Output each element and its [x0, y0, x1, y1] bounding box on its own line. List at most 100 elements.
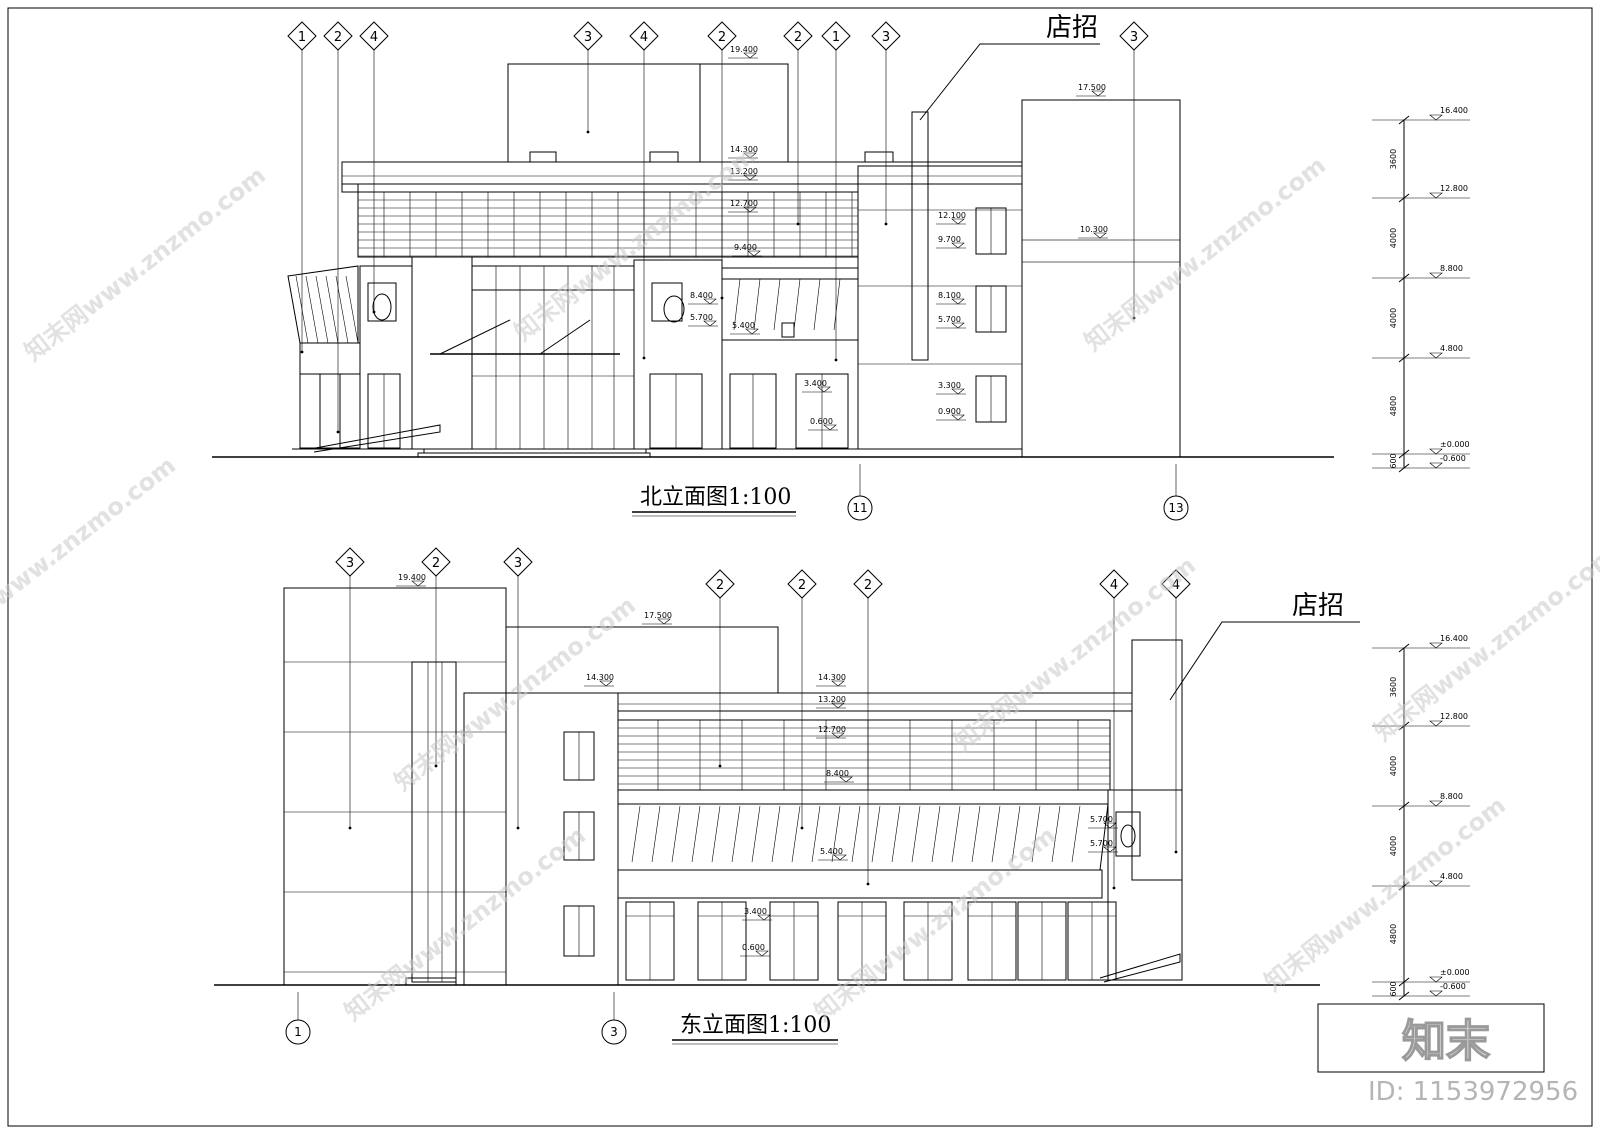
scale-top-level-4: ±0.000	[1440, 440, 1470, 449]
east-tag-4-label: 2	[798, 578, 806, 593]
north-level-7: 5.400	[730, 321, 760, 335]
svg-text:14.300: 14.300	[586, 673, 614, 682]
east-tag-6: 4	[1099, 569, 1129, 890]
svg-text:3.300: 3.300	[938, 381, 961, 390]
watermark-0: 知末网www.znzmo.com	[19, 161, 271, 366]
scale-bottom-span-0: 3600	[1389, 677, 1398, 697]
svg-text:17.500: 17.500	[1078, 83, 1106, 92]
svg-text:12.100: 12.100	[938, 211, 966, 220]
north-tag-7: 1	[821, 21, 851, 362]
svg-text:0.900: 0.900	[938, 407, 961, 416]
scale-top-span-3: 4800	[1389, 396, 1398, 416]
svg-text:11: 11	[852, 501, 867, 515]
scale-bottom-level-1: 12.800	[1440, 712, 1468, 721]
watermark-2: 知末网www.znzmo.com	[1079, 151, 1331, 356]
north-level-3: 12.700	[728, 199, 758, 213]
svg-text:8.400: 8.400	[826, 769, 849, 778]
east-level-11: 0.600	[740, 943, 770, 957]
svg-text:5.700: 5.700	[938, 315, 961, 324]
north-tag-3: 3	[573, 21, 603, 134]
north-level-4: 9.400	[732, 243, 762, 257]
north-level-11: 9.700	[936, 235, 966, 249]
north-level-10: 12.100	[936, 211, 966, 225]
watermark-4: 知末网www.znzmo.com	[389, 591, 641, 796]
north-tag-1-label: 2	[334, 30, 342, 45]
east-tag-6-label: 4	[1110, 578, 1118, 593]
east-level-10: 3.400	[742, 907, 772, 921]
east-tag-5: 2	[853, 569, 883, 886]
north-level-0: 19.400	[728, 45, 758, 59]
scale-bottom-span-3: 4800	[1389, 924, 1398, 944]
svg-text:14.300: 14.300	[818, 673, 846, 682]
north-level-13: 5.700	[936, 315, 966, 329]
scale-bottom-span-1: 4000	[1389, 756, 1398, 776]
north-tag-6: 2	[783, 21, 813, 226]
north-sign-leader	[919, 43, 1100, 121]
watermark-5: 知末网www.znzmo.com	[949, 551, 1201, 756]
watermark-1: 知末网www.znzmo.com	[509, 141, 761, 346]
scale-bottom-level-3: 4.800	[1440, 872, 1463, 881]
north-level-6: 5.700	[688, 313, 718, 327]
north-title: 北立面图1:100	[640, 485, 791, 510]
north-atrium-glazing	[430, 265, 635, 450]
north-tag-2-label: 4	[370, 30, 378, 45]
north-level-8: 3.400	[802, 379, 832, 393]
north-sign-label: 店招	[1046, 13, 1098, 43]
scale-bottom-level-4: ±0.000	[1440, 968, 1470, 977]
scale-top-span-0: 3600	[1389, 149, 1398, 169]
scale-top-level-5: -0.600	[1440, 454, 1466, 463]
scale-top-level-2: 8.800	[1440, 264, 1463, 273]
scale-top-level-3: 4.800	[1440, 344, 1463, 353]
east-tag-1-label: 2	[432, 556, 440, 571]
north-level-5: 8.400	[688, 291, 718, 305]
scale-top-level-0: 16.400	[1440, 106, 1468, 115]
north-elevation	[212, 63, 1334, 458]
svg-text:13: 13	[1168, 501, 1183, 515]
svg-text:5.700: 5.700	[690, 313, 713, 322]
north-tag-9-label: 3	[1130, 30, 1138, 45]
east-level-7: 5.700	[1088, 815, 1118, 829]
east-curtain-wall	[617, 719, 1111, 791]
north-level-12: 8.100	[936, 291, 966, 305]
north-level-1: 14.300	[728, 145, 758, 159]
watermark-8: 知末网www.znzmo.com	[1259, 791, 1511, 996]
north-tag-0: 1	[287, 21, 317, 354]
svg-text:8.100: 8.100	[938, 291, 961, 300]
svg-text:10.300: 10.300	[1080, 225, 1108, 234]
svg-text:17.500: 17.500	[644, 611, 672, 620]
east-sign-label: 店招	[1292, 591, 1344, 621]
north-tag-8: 3	[871, 21, 901, 226]
scale-top-span-2: 4000	[1389, 308, 1398, 328]
east-level-4: 13.200	[816, 695, 846, 709]
level-marks: 19.400 14.300 13.200 12.700 9.400 8.400 5.700 5…	[396, 45, 1118, 957]
north-tag-3-label: 3	[584, 30, 592, 45]
svg-text:5.700: 5.700	[1090, 815, 1113, 824]
svg-text:13.200: 13.200	[818, 695, 846, 704]
svg-text:19.400: 19.400	[398, 573, 426, 582]
svg-text:9.700: 9.700	[938, 235, 961, 244]
sheet-border	[7, 7, 1593, 1127]
north-tag-6-label: 2	[794, 30, 802, 45]
svg-text:3.400: 3.400	[744, 907, 767, 916]
north-level-2: 13.200	[728, 167, 758, 181]
east-level-8: 5.700	[1088, 839, 1118, 853]
north-curtain-wall	[357, 191, 859, 258]
watermark-7: 知末网www.znzmo.com	[809, 821, 1061, 1026]
north-tag-4-label: 4	[640, 30, 648, 45]
east-level-1: 17.500	[642, 611, 672, 625]
svg-text:1: 1	[294, 1025, 302, 1039]
scale-top-span-4: 600	[1389, 453, 1398, 468]
north-tag-0-label: 1	[298, 30, 306, 45]
svg-text:13.200: 13.200	[730, 167, 758, 176]
east-tag-7-label: 4	[1172, 578, 1180, 593]
id-text: ID: 1153972956	[1368, 1077, 1578, 1107]
svg-text:0.600: 0.600	[810, 417, 833, 426]
east-level-2: 14.300	[584, 673, 614, 687]
north-level-9: 0.600	[808, 417, 838, 431]
svg-text:9.400: 9.400	[734, 243, 757, 252]
scale-bottom-span-4: 600	[1389, 981, 1398, 996]
svg-text:19.400: 19.400	[730, 45, 758, 54]
height-scale-north: 16.40012.8008.8004.800±0.000-0.600360040…	[1372, 106, 1470, 473]
east-signboard-tower	[1131, 639, 1183, 881]
